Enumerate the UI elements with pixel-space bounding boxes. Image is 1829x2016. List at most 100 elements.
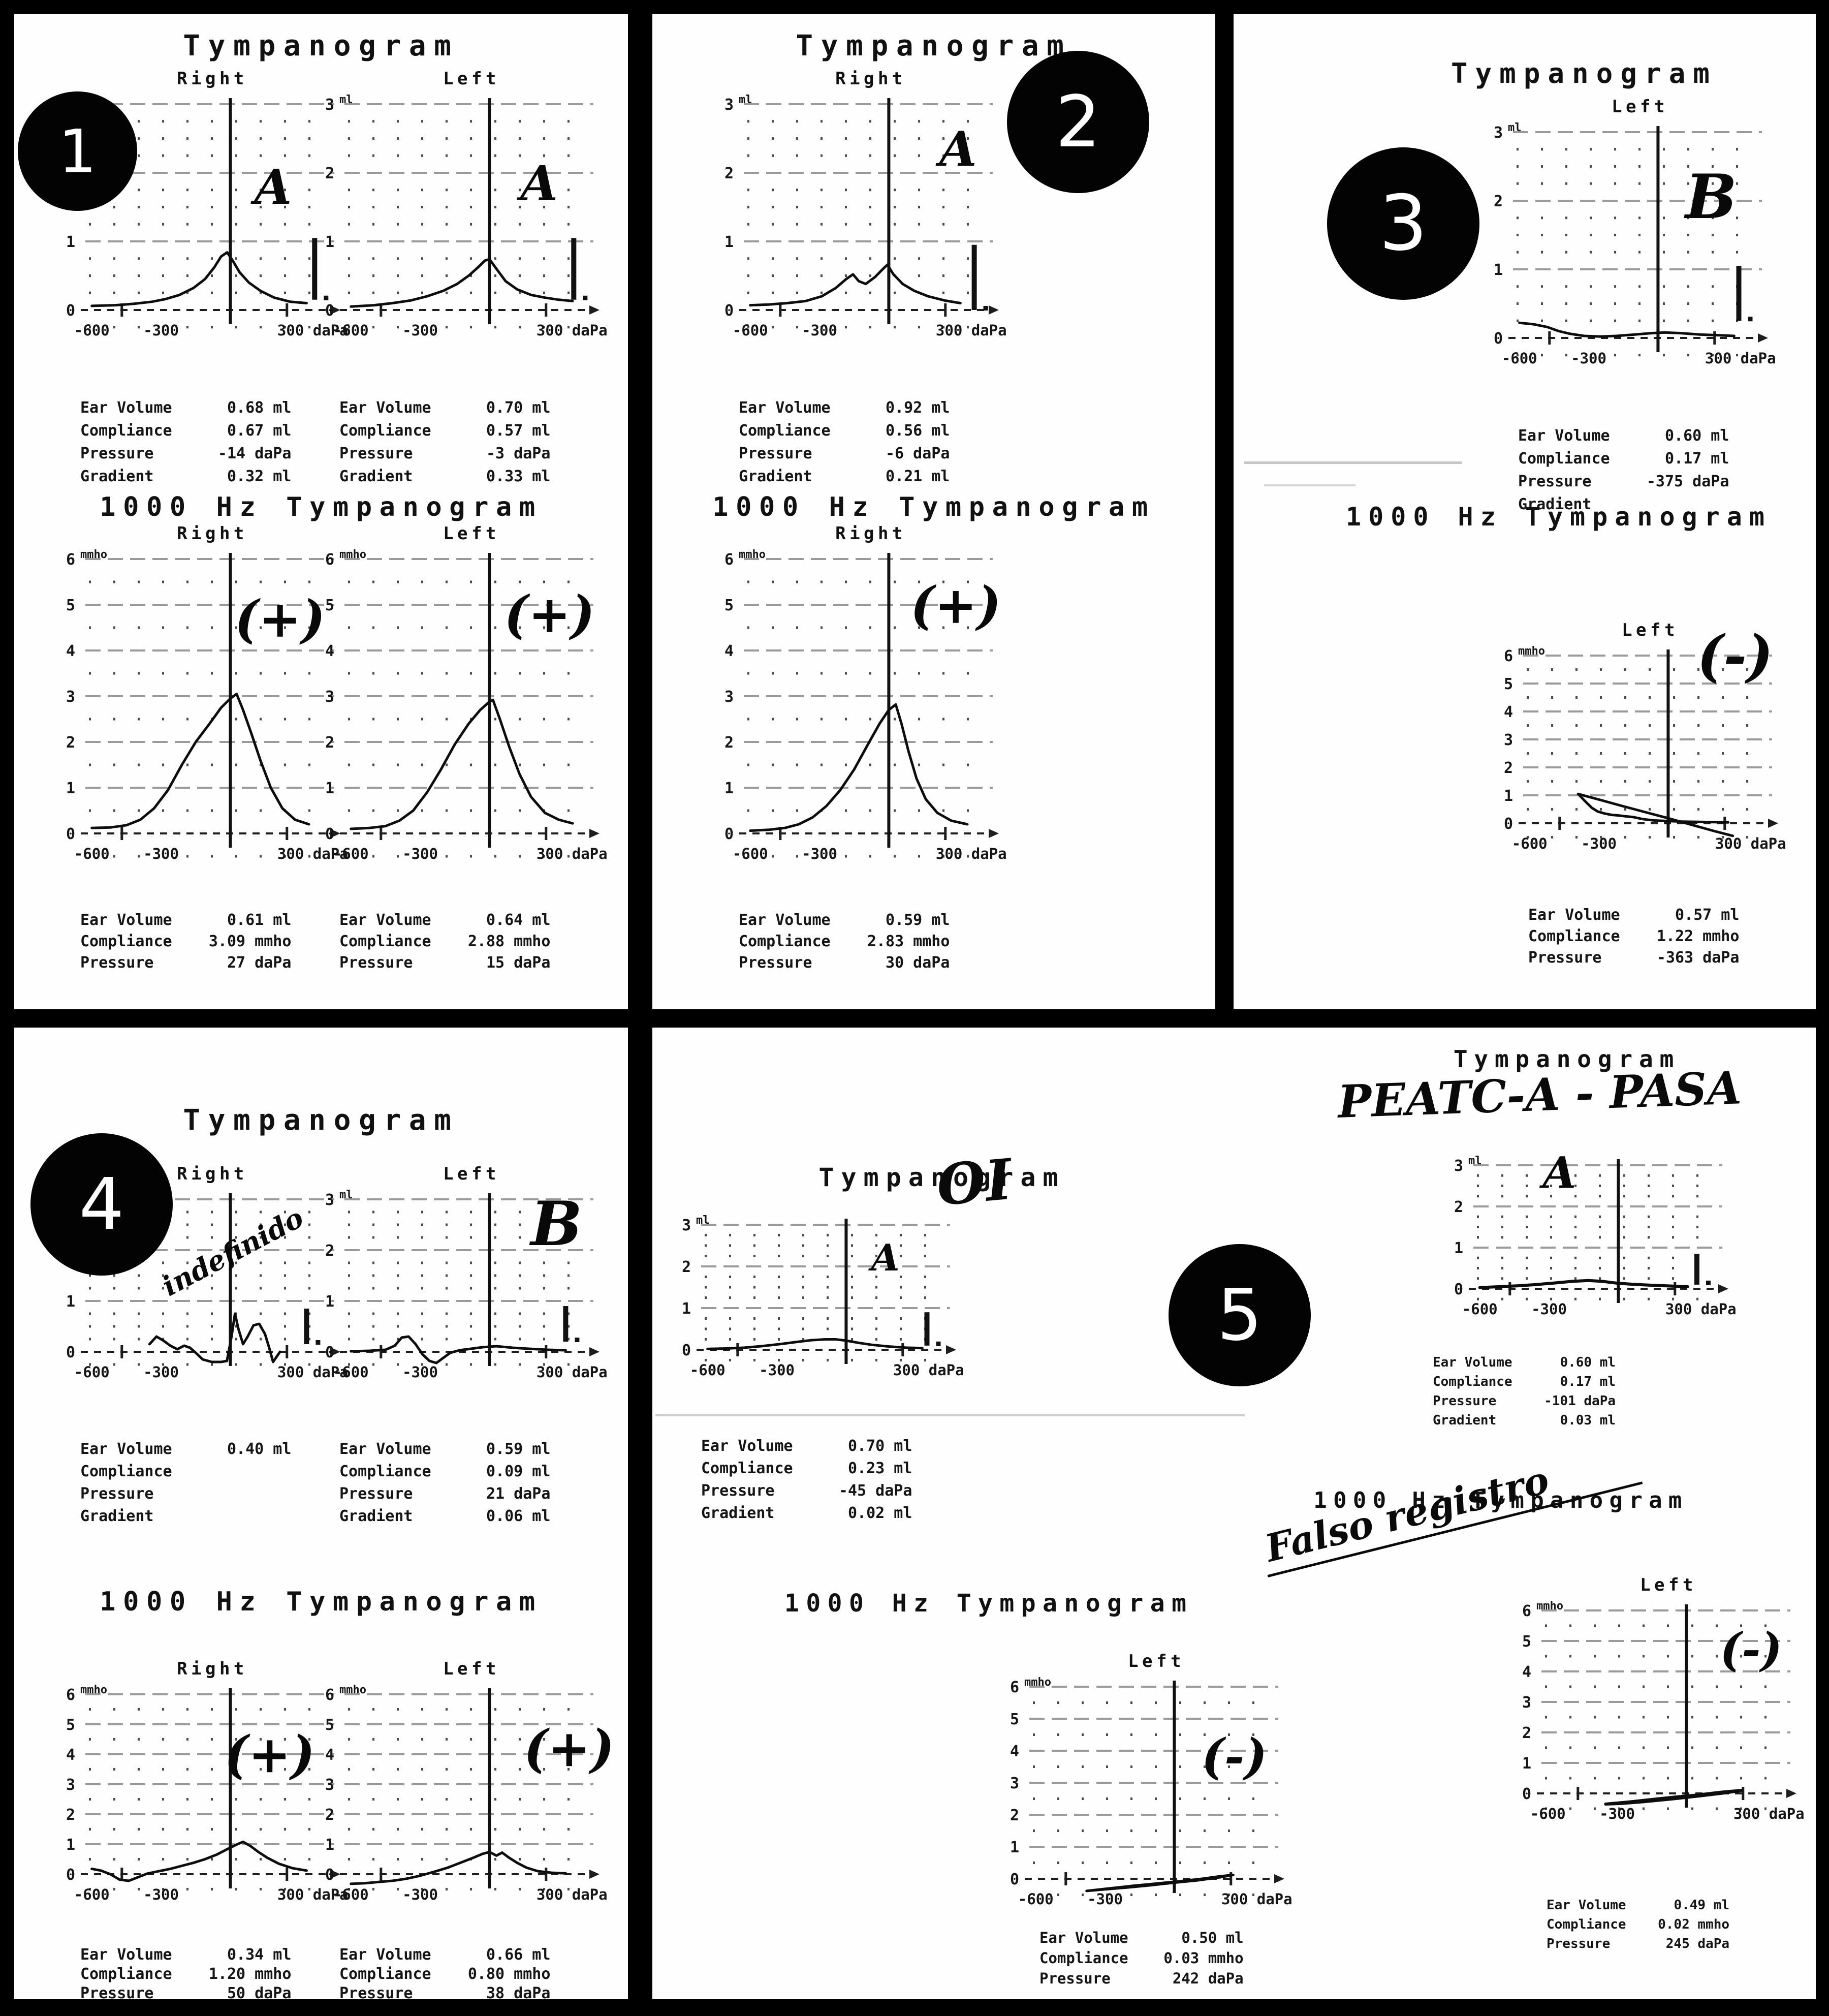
y-tick-label: 2 [66,1806,75,1824]
table-row: Pressure-3 daPa [339,442,624,465]
measurement-label: Pressure [1547,1936,1611,1951]
probe-marker-dot [1748,317,1753,322]
measurement-value: 2.88 mmho [467,933,551,950]
table-row: Pressure-363 daPa [1528,947,1803,969]
measurement-value: -14 daPa [217,445,292,462]
tympanogram-curve [350,698,574,830]
measurement-label: Gradient [1433,1413,1497,1428]
probe-marker-dot [1706,1280,1711,1285]
measurement-value: 0.64 ml [486,911,551,929]
y-tick-label: 5 [1522,1633,1531,1651]
y-tick-label: 4 [1504,703,1513,721]
measurement-value: 0.67 ml [227,422,292,440]
y-tick-label: 1 [1494,261,1503,279]
tympanogram-curve [1576,792,1730,824]
probe-marker-dot [983,306,988,311]
y-tick-label: 6 [1504,647,1513,665]
figure-badge-number: 2 [1055,80,1101,164]
measurement-label: Pressure [80,445,154,462]
x-tick-label: -300 [143,1886,179,1903]
y-tick-label: 3 [724,96,734,114]
y-tick-label: 2 [1010,1807,1019,1824]
handwritten-annotation: A [250,159,292,215]
measurement-value: 0.40 ml [227,1440,292,1458]
measurement-label: Compliance [739,933,831,950]
measurement-value: 0.92 ml [885,399,950,417]
x-tick-label: -300 [1087,1890,1123,1908]
measurement-value: -45 daPa [838,1482,912,1500]
tympanogram-curve [350,258,574,308]
x-tick-label: -600 [74,1886,110,1903]
measurement-label: Gradient [1518,495,1592,513]
measurement-label: Ear Volume [1518,427,1610,445]
x-axis-arrowhead [589,829,600,838]
y-tick-label: 5 [1504,675,1513,693]
x-tick-label: 300 daPa [936,322,1007,339]
x-tick-label: -300 [143,845,179,862]
table-row: Compliance [80,1461,365,1483]
y-tick-label: 2 [325,165,334,182]
measurement-label: Compliance [1528,927,1620,945]
x-tick-label: -300 [402,1886,438,1903]
measurement-label: Pressure [739,445,812,462]
x-axis-arrowhead [589,305,600,315]
section-title: Tympanogram [1451,57,1717,89]
table-row: Pressure-101 daPa [1433,1391,1753,1411]
section-title: Tympanogram [1453,1045,1681,1073]
figure-badge-3: 3 [1327,147,1479,300]
x-tick-label: -300 [143,322,179,339]
measurement-label: Pressure [339,1485,413,1503]
figure-badge-number: 5 [1217,1274,1263,1357]
measurement-value: 0.06 ml [486,1507,551,1525]
probe-marker-bar [971,244,977,310]
handwritten-annotation: (+) [235,589,325,649]
y-tick-label: 1 [1010,1839,1019,1856]
y-tick-label: 3 [1522,1694,1531,1712]
x-tick-label: -600 [1462,1300,1498,1318]
tympanogram-curve [90,251,308,307]
probe-marker-bar [571,238,577,300]
section-title: 1000 Hz Tympanogram [712,492,1155,522]
y-tick-label: 0 [66,1866,75,1884]
table-row: Pressure -14 daPa [80,442,365,465]
measurement-value: 0.50 ml [1181,1929,1244,1946]
measurement-label: Compliance [80,1463,172,1480]
measurement-value: 3.09 mmho [208,933,292,950]
section-title: Tympanogram [796,29,1072,63]
y-tick-label: 1 [66,1293,75,1311]
measurement-value: 38 daPa [486,1984,551,2002]
handwritten-annotation: (-) [1720,1623,1782,1677]
measurement-label: Compliance [701,1460,793,1477]
table-row: Pressure [80,1483,365,1505]
measurement-value: 0.59 ml [885,911,950,929]
measurement-label: Pressure [739,954,812,972]
measurement-value: 21 daPa [486,1485,551,1503]
measurement-label: Ear Volume [701,1437,793,1455]
y-tick-label: 5 [1010,1711,1019,1728]
tympanogram-curve [749,703,969,832]
y-tick-label: 1 [325,233,334,251]
measurement-value: 0.70 ml [847,1437,912,1455]
y-tick-label: 2 [682,1258,691,1276]
measurement-label: Gradient [339,468,413,485]
y-tick-label: 4 [1522,1663,1531,1681]
figure-badge-1: 1 [18,91,137,211]
x-axis-arrowhead [1274,1874,1284,1883]
